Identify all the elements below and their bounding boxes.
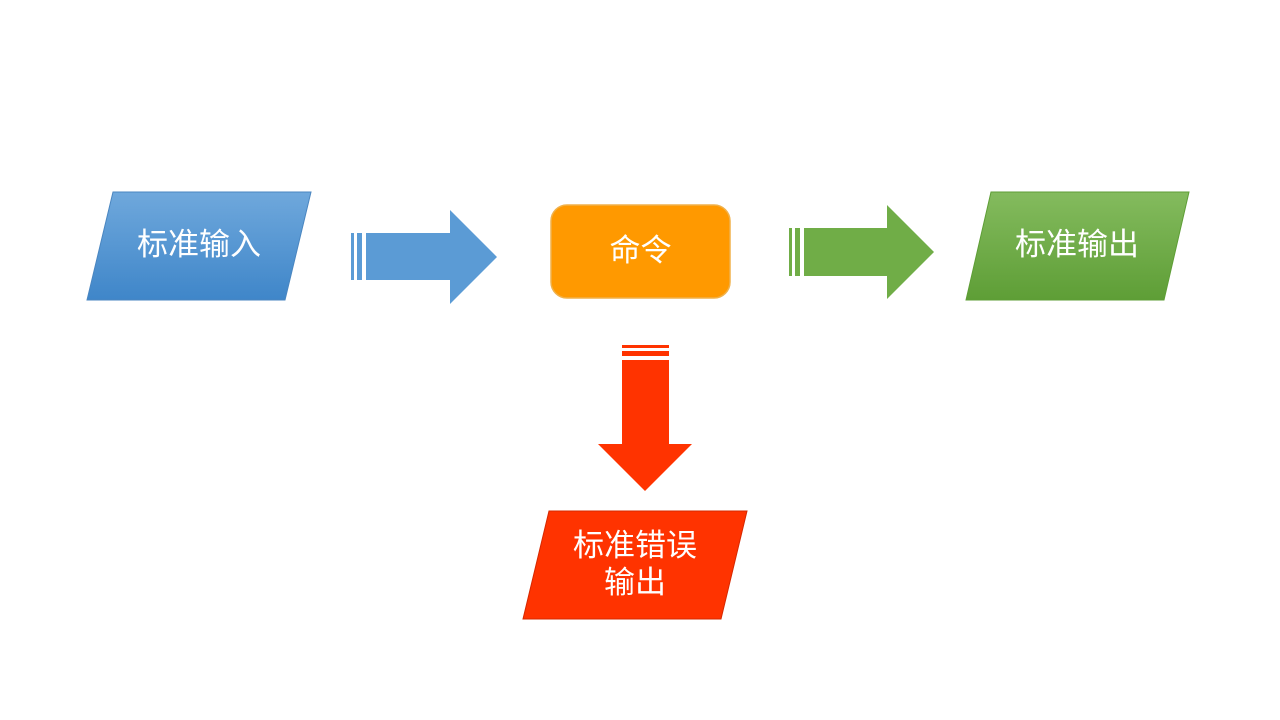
- arrow-stdout-body: [804, 205, 934, 299]
- arrow-stdout-stripe-1: [789, 228, 792, 276]
- arrow-stderr-stripe-1: [622, 345, 669, 348]
- command-shape: [550, 204, 731, 299]
- arrow-stdin-body: [366, 210, 497, 304]
- arrow-command-to-stderr: [598, 345, 692, 491]
- arrow-stderr-body: [598, 360, 692, 491]
- arrow-stdin-stripe-1: [351, 233, 354, 280]
- arrow-stdin-stripe-2: [357, 233, 362, 280]
- stdout-shape: [965, 191, 1190, 301]
- stderr-shape: [522, 510, 748, 620]
- arrow-stderr-stripe-2: [622, 351, 669, 356]
- arrow-command-to-stdout: [789, 205, 934, 299]
- stdin-shape: [86, 191, 312, 301]
- arrow-stdin-to-command: [351, 210, 497, 304]
- arrow-stdout-stripe-2: [795, 228, 800, 276]
